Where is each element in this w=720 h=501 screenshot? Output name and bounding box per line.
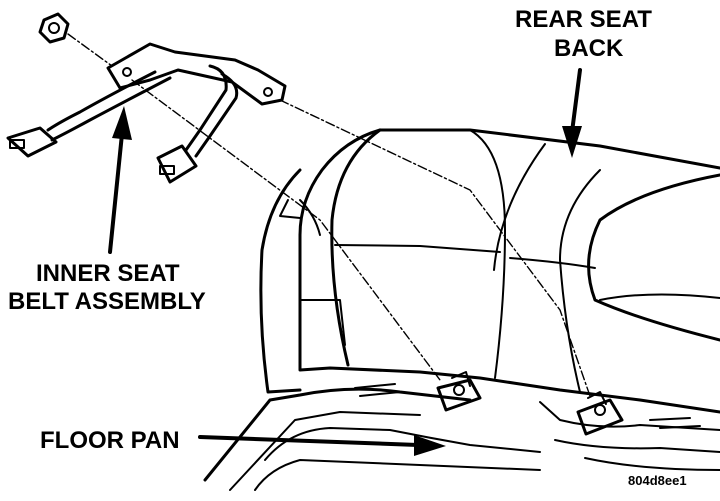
label-inner-seat-line1: INNER SEAT <box>36 260 180 287</box>
floor-pan-arrow <box>198 435 446 456</box>
seat-side-trim <box>259 168 346 394</box>
rear-seat-back-arrow <box>562 68 582 158</box>
right-anchor-bracket <box>576 391 624 436</box>
nut-fastener <box>38 12 70 44</box>
rear-seat-back <box>298 128 720 414</box>
installation-guide-lines <box>67 33 591 397</box>
inner-seat-belt-assembly <box>6 42 287 184</box>
label-rear-seat-back-line1: REAR SEAT <box>515 6 652 33</box>
left-anchor-bracket <box>436 371 482 412</box>
label-floor-pan: FLOOR PAN <box>40 427 180 454</box>
label-rear-seat-back-line2: BACK <box>554 35 624 62</box>
label-inner-seat-line2: BELT ASSEMBLY <box>8 288 206 315</box>
floor-pan <box>203 383 720 491</box>
figure-code: 804d8ee1 <box>628 473 687 488</box>
inner-seat-belt-arrow <box>108 106 132 254</box>
